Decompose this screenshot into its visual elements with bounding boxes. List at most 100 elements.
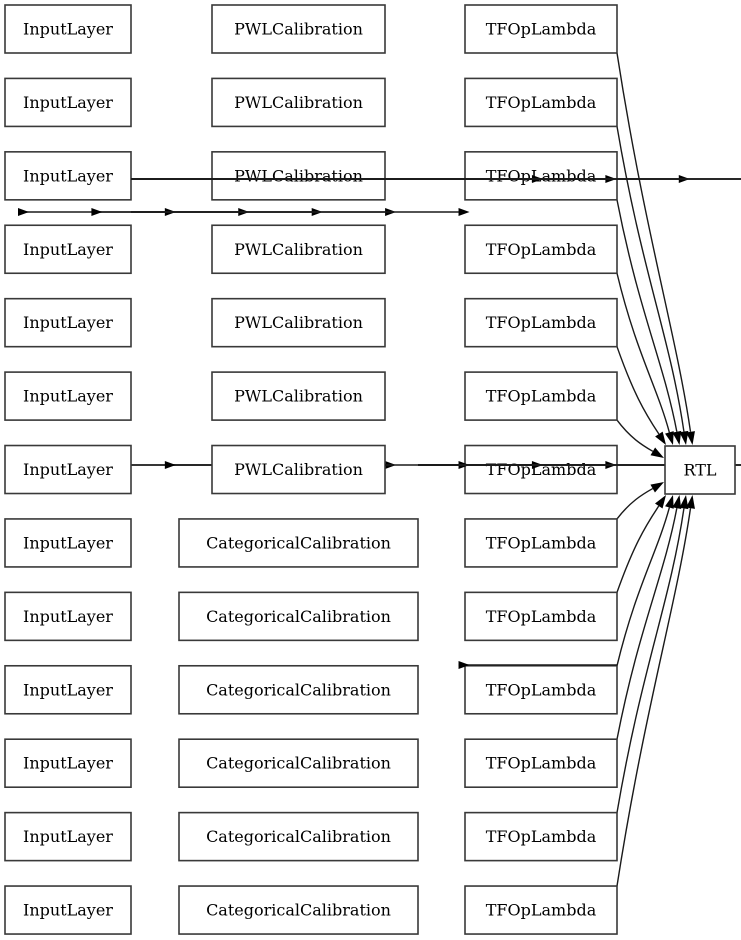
edge-tfoplambda-to-rtl-1-line bbox=[616, 126, 685, 432]
node-input-layer-8-label: InputLayer bbox=[23, 607, 113, 626]
edge-tfoplambda-to-rtl-4 bbox=[616, 346, 666, 445]
node-rtl[interactable]: RTL bbox=[664, 445, 736, 495]
node-tfoplambda-12-label: TFOpLambda bbox=[486, 901, 597, 920]
node-input-layer-10[interactable]: InputLayer bbox=[4, 738, 132, 789]
edge-tfoplambda-to-rtl-10-line bbox=[616, 508, 678, 740]
node-tfoplambda-4-label: TFOpLambda bbox=[486, 313, 597, 332]
node-input-layer-4-label: InputLayer bbox=[23, 313, 113, 332]
node-input-layer-5-label: InputLayer bbox=[23, 387, 113, 406]
edge-tfoplambda-to-rtl-7-line bbox=[616, 487, 654, 520]
node-input-layer-11-box bbox=[4, 811, 132, 862]
node-calibration-10[interactable]: CategoricalCalibration bbox=[178, 738, 419, 789]
469.52-arrowhead bbox=[458, 208, 470, 216]
node-tfoplambda-8-box bbox=[464, 591, 618, 642]
node-calibration-4-box bbox=[211, 297, 386, 348]
node-input-layer-7-box bbox=[4, 518, 132, 568]
node-calibration-9-box bbox=[178, 664, 419, 715]
edge-tfoplambda-to-rtl-11 bbox=[616, 495, 689, 813]
node-calibration-7-box bbox=[178, 518, 419, 568]
node-tfoplambda-1[interactable]: TFOpLambda bbox=[464, 77, 618, 128]
node-calibration-5-label: PWLCalibration bbox=[234, 387, 363, 406]
node-calibration-5[interactable]: PWLCalibration bbox=[211, 371, 386, 421]
node-tfoplambda-9[interactable]: TFOpLambda bbox=[464, 664, 618, 715]
node-input-layer-4-box bbox=[4, 297, 132, 348]
node-input-layer-0-box bbox=[4, 4, 132, 54]
node-tfoplambda-6-box bbox=[464, 444, 618, 495]
node-calibration-12[interactable]: CategoricalCalibration bbox=[178, 885, 419, 935]
node-tfoplambda-2-box bbox=[464, 151, 618, 201]
node-input-layer-3-label: InputLayer bbox=[23, 240, 113, 259]
node-calibration-6-box bbox=[211, 444, 386, 495]
node-tfoplambda-12-box bbox=[464, 885, 618, 935]
edge-tfoplambda-to-rtl-2-arrowhead bbox=[672, 430, 682, 445]
node-calibration-8-box bbox=[178, 591, 419, 642]
node-calibration-2[interactable]: PWLCalibration bbox=[211, 151, 386, 201]
node-calibration-3[interactable]: PWLCalibration bbox=[211, 224, 386, 275]
469.52 bbox=[131, 208, 470, 216]
102.42 bbox=[91, 208, 131, 216]
edge-tfoplambda-to-rtl-9-line bbox=[616, 507, 671, 666]
edges-layer bbox=[616, 52, 695, 887]
edge-tfoplambda-to-rtl-5 bbox=[616, 419, 664, 458]
node-tfoplambda-11[interactable]: TFOpLambda bbox=[464, 811, 618, 862]
node-tfoplambda-8-label: TFOpLambda bbox=[486, 607, 597, 626]
node-input-layer-5-box bbox=[4, 371, 132, 421]
node-tfoplambda-6[interactable]: TFOpLambda bbox=[464, 444, 618, 495]
node-calibration-10-box bbox=[178, 738, 419, 789]
node-calibration-11[interactable]: CategoricalCalibration bbox=[178, 811, 419, 862]
node-input-layer-2-label: InputLayer bbox=[23, 166, 113, 185]
node-rtl-label: RTL bbox=[683, 461, 716, 480]
node-calibration-8-label: CategoricalCalibration bbox=[206, 607, 391, 626]
edge-tfoplambda-to-rtl-12-line bbox=[616, 508, 692, 887]
edge-tfoplambda-to-rtl-2 bbox=[616, 199, 682, 445]
node-input-layer-6[interactable]: InputLayer bbox=[4, 444, 132, 495]
node-tfoplambda-5[interactable]: TFOpLambda bbox=[464, 371, 618, 421]
node-calibration-2-label: PWLCalibration bbox=[234, 166, 363, 185]
node-input-layer-5[interactable]: InputLayer bbox=[4, 371, 132, 421]
node-calibration-0[interactable]: PWLCalibration bbox=[211, 4, 386, 54]
edge-tfoplambda-to-rtl-9-arrowhead bbox=[665, 495, 674, 509]
node-input-layer-9[interactable]: InputLayer bbox=[4, 664, 132, 715]
node-calibration-4-label: PWLCalibration bbox=[234, 313, 363, 332]
node-input-layer-2[interactable]: InputLayer bbox=[4, 151, 132, 201]
edge-tfoplambda-to-rtl-5-line bbox=[616, 419, 654, 452]
175.84-arrowhead bbox=[164, 461, 176, 469]
node-input-layer-0[interactable]: InputLayer bbox=[4, 4, 132, 54]
node-input-layer-2-box bbox=[4, 151, 132, 201]
node-tfoplambda-2[interactable]: TFOpLambda bbox=[464, 151, 618, 201]
node-calibration-9[interactable]: CategoricalCalibration bbox=[178, 664, 419, 715]
node-input-layer-0-label: InputLayer bbox=[23, 20, 113, 39]
node-tfoplambda-8[interactable]: TFOpLambda bbox=[464, 591, 618, 642]
node-calibration-7-label: CategoricalCalibration bbox=[206, 533, 391, 552]
node-input-layer-9-label: InputLayer bbox=[23, 680, 113, 699]
node-input-layer-12[interactable]: InputLayer bbox=[4, 885, 132, 935]
edge-tfoplambda-to-rtl-7 bbox=[616, 482, 664, 520]
node-calibration-7[interactable]: CategoricalCalibration bbox=[178, 518, 419, 568]
469.52 bbox=[458, 661, 617, 669]
node-input-layer-1[interactable]: InputLayer bbox=[4, 77, 132, 128]
node-tfoplambda-10-label: TFOpLambda bbox=[486, 754, 597, 773]
node-tfoplambda-1-box bbox=[464, 77, 618, 128]
node-tfoplambda-12[interactable]: TFOpLambda bbox=[464, 885, 618, 935]
node-tfoplambda-10[interactable]: TFOpLambda bbox=[464, 738, 618, 789]
node-input-layer-3[interactable]: InputLayer bbox=[4, 224, 132, 275]
node-input-layer-8[interactable]: InputLayer bbox=[4, 591, 132, 642]
node-tfoplambda-0[interactable]: TFOpLambda bbox=[464, 4, 618, 54]
node-calibration-4[interactable]: PWLCalibration bbox=[211, 297, 386, 348]
edge-tfoplambda-to-rtl-11-arrowhead bbox=[679, 495, 689, 510]
edge-tfoplambda-to-rtl-1 bbox=[616, 126, 689, 445]
node-input-layer-7[interactable]: InputLayer bbox=[4, 518, 132, 568]
node-input-layer-11[interactable]: InputLayer bbox=[4, 811, 132, 862]
node-tfoplambda-3[interactable]: TFOpLambda bbox=[464, 224, 618, 275]
node-tfoplambda-7[interactable]: TFOpLambda bbox=[464, 518, 618, 568]
node-calibration-6[interactable]: PWLCalibration bbox=[211, 444, 386, 495]
node-calibration-1[interactable]: PWLCalibration bbox=[211, 77, 386, 128]
node-input-layer-6-label: InputLayer bbox=[23, 460, 113, 479]
edge-tfoplambda-to-rtl-4-arrowhead bbox=[655, 431, 666, 445]
node-tfoplambda-4[interactable]: TFOpLambda bbox=[464, 297, 618, 348]
node-calibration-8[interactable]: CategoricalCalibration bbox=[178, 591, 419, 642]
node-input-layer-4[interactable]: InputLayer bbox=[4, 297, 132, 348]
node-calibration-0-box bbox=[211, 4, 386, 54]
